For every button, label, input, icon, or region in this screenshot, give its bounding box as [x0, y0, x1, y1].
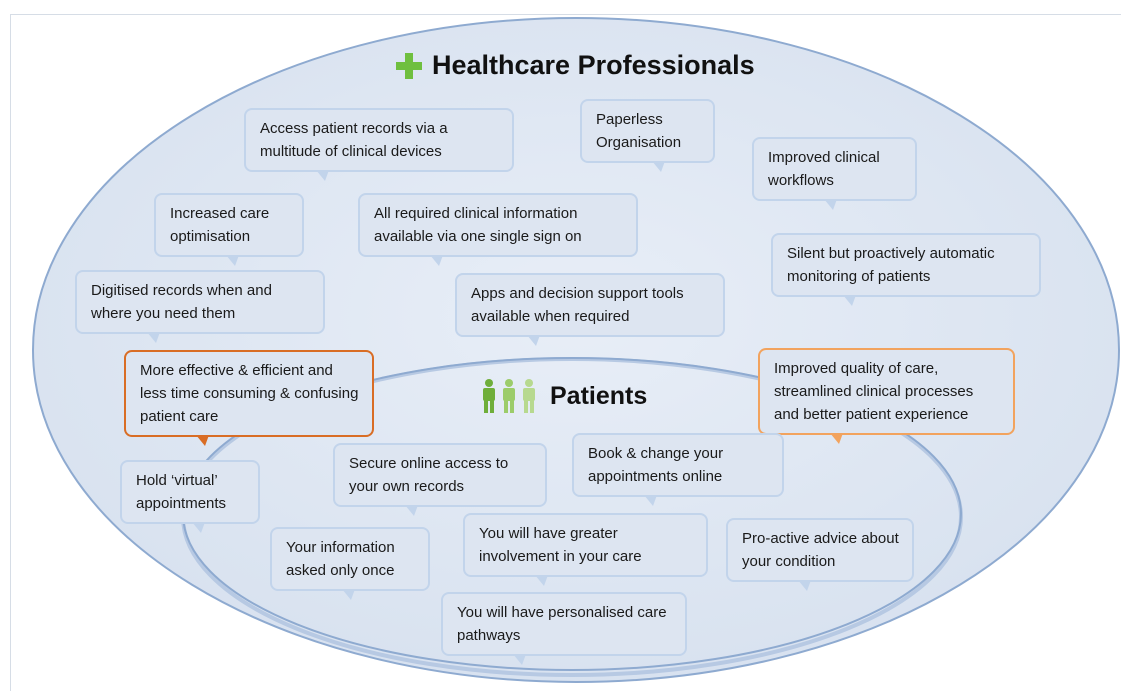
bubble-personalised-care-pathways: You will have personalised care pathways: [441, 592, 687, 665]
bubble-apps-decision-support: Apps and decision support tools availabl…: [455, 273, 725, 346]
bubble-information-asked-once: Your information asked only once: [270, 527, 430, 600]
bubble-book-change-appointments: Book & change your appointments online: [572, 433, 784, 506]
bubble-silent-monitoring: Silent but proactively automatic monitor…: [771, 233, 1041, 306]
bubble-improved-clinical-workflows: Improved clinical workflows: [752, 137, 917, 210]
bubble-virtual-appointments: Hold ‘virtual’ appointments: [120, 460, 260, 533]
patients-label: Patients: [550, 381, 648, 410]
bubble-pro-active-advice: Pro-active advice about your condition: [726, 518, 914, 591]
bubble-secure-online-access: Secure online access to your own records: [333, 443, 547, 516]
healthcare-professionals-label: Healthcare Professionals: [432, 50, 755, 80]
bubble-access-patient-records: Access patient records via a multitude o…: [244, 108, 514, 181]
bubble-digitised-records: Digitised records when and where you nee…: [75, 270, 325, 343]
healthcare-professionals-title: Healthcare Professionals: [396, 50, 755, 81]
bubble-improved-quality-of-care: Improved quality of care, streamlined cl…: [758, 348, 1015, 444]
bubble-greater-involvement: You will have greater involvement in you…: [463, 513, 708, 586]
three-people-icon: [483, 379, 535, 413]
patients-title: Patients: [480, 378, 647, 414]
frame-border: [10, 14, 1121, 691]
green-plus-icon: [396, 52, 422, 79]
bubble-all-required-clinical-information: All required clinical information availa…: [358, 193, 638, 266]
bubble-paperless-organisation: Paperless Organisation: [580, 99, 715, 172]
bubble-increased-care-optimisation: Increased care optimisation: [154, 193, 304, 266]
bubble-more-effective-efficient: More effective & efficient and less time…: [124, 350, 374, 446]
